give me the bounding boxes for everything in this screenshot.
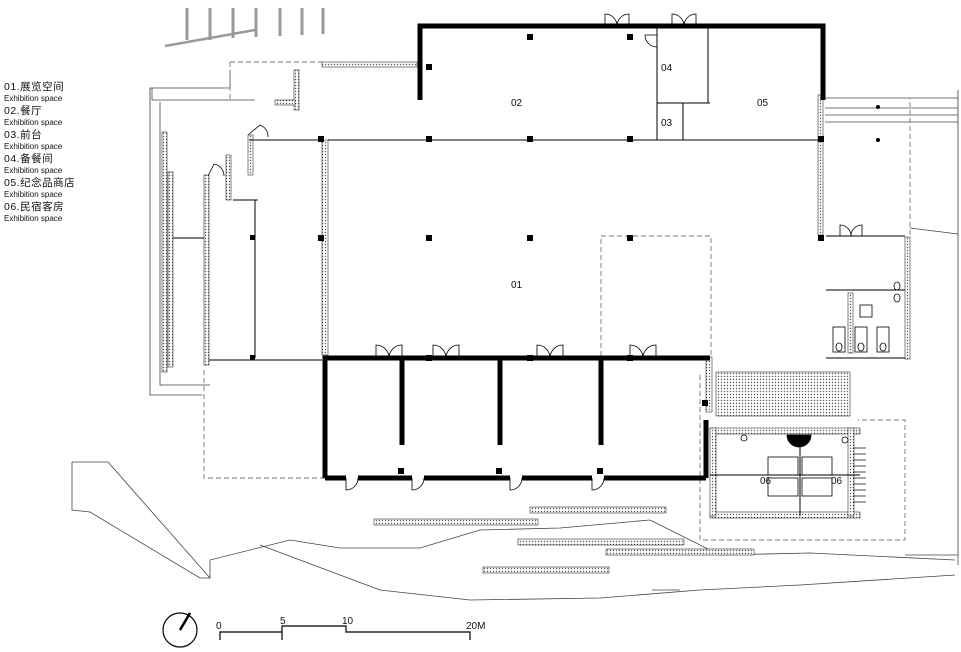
legend-label-en: Exhibition space (4, 190, 63, 199)
legend-label-en: Exhibition space (4, 118, 63, 127)
legend-label-en: Exhibition space (4, 142, 63, 151)
fence-posts (164, 8, 325, 48)
room-label-06a: 06 (760, 476, 772, 487)
legend-label-en: Exhibition space (4, 166, 63, 175)
dashed-lines (203, 61, 911, 541)
room-label-04: 04 (661, 63, 673, 74)
legend-label-en: Exhibition space (4, 214, 63, 223)
legend-label-cn: 04.备餐间 (4, 153, 54, 165)
legend-label-cn: 03.前台 (4, 129, 43, 141)
legend-item-04: 04.备餐间 Exhibition space (4, 153, 154, 177)
legend-item-02: 02.餐厅 Exhibition space (4, 105, 154, 129)
thick-walls (322, 23, 826, 481)
north-arrow-icon (162, 612, 198, 648)
toilet-fixtures (832, 281, 901, 353)
doors (207, 13, 863, 491)
scale-label-5: 5 (280, 616, 286, 627)
room-label-03: 03 (661, 118, 673, 129)
legend-item-03: 03.前台 Exhibition space (4, 129, 154, 153)
thin-walls (173, 26, 905, 516)
legend-label-cn: 02.餐厅 (4, 105, 43, 117)
room-label-05: 05 (757, 98, 769, 109)
legend-label-cn: 05.纪念品商店 (4, 177, 76, 189)
scale-label-10: 10 (342, 616, 354, 627)
room-label-06b: 06 (831, 476, 843, 487)
room-label-02: 02 (511, 98, 523, 109)
legend-label-cn: 06.民宿客房 (4, 201, 65, 213)
legend-item-06: 06.民宿客房 Exhibition space (4, 201, 154, 225)
legend-item-01: 01.展览空间 Exhibition space (4, 81, 154, 105)
legend: 01.展览空间 Exhibition space 02.餐厅 Exhibitio… (4, 81, 154, 225)
guest-room-beds (740, 434, 849, 497)
scale-bar (219, 625, 471, 640)
room-label-01: 01 (511, 280, 523, 291)
legend-label-cn: 01.展览空间 (4, 81, 65, 93)
scale-label-0: 0 (216, 621, 222, 632)
legend-label-en: Exhibition space (4, 94, 63, 103)
landscape-benches (373, 506, 755, 574)
legend-item-05: 05.纪念品商店 Exhibition space (4, 177, 154, 201)
scale-label-20m: 20M (466, 621, 485, 632)
exterior-stair (853, 447, 866, 503)
hatched-walls (161, 61, 911, 519)
